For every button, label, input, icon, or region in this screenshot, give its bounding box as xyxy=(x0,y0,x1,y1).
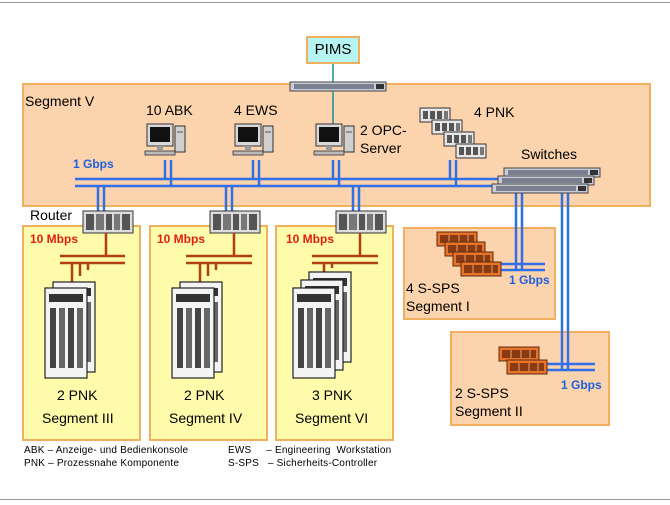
segment-iv-speed: 10 Mbps xyxy=(157,232,206,246)
segment-i-count: 4 S-SPS xyxy=(406,280,460,296)
segment-ii-title: Segment II xyxy=(455,403,523,419)
segment-iv-title: Segment IV xyxy=(169,410,243,426)
segment-v-speed: 1 Gbps xyxy=(73,157,114,171)
legend-ews: EWS – Engineering Workstation xyxy=(228,445,392,456)
segment-iii-title: Segment III xyxy=(42,410,114,426)
legend-abk: ABK – Anzeige- und Bedienkonsole xyxy=(24,445,189,456)
ews-workstation-icon xyxy=(232,123,274,156)
pnk-label: 4 PNK xyxy=(474,104,515,120)
pnk-cabinet-icon xyxy=(171,287,215,379)
s-sps-icon xyxy=(506,359,548,375)
abk-workstation-icon xyxy=(144,123,186,156)
segment-ii-speed: 1 Gbps xyxy=(561,378,602,392)
opc-label-line1: 2 OPC- xyxy=(360,122,407,138)
segment-vi-title: Segment VI xyxy=(295,410,369,426)
s-sps-icon xyxy=(498,346,540,362)
abk-label: 10 ABK xyxy=(146,102,193,118)
router-icon xyxy=(209,210,261,234)
legend-pnk: PNK – Prozessnahe Komponente xyxy=(24,458,180,469)
fieldbus-10mbps xyxy=(60,233,378,282)
pnk-cabinet-icon xyxy=(44,287,88,379)
segment-v-title: Segment V xyxy=(25,93,95,109)
segment-vi-count: 3 PNK xyxy=(312,387,353,403)
bottom-rule xyxy=(0,499,670,500)
pnk-cabinet-icon xyxy=(292,287,336,379)
pnk-rack-icon xyxy=(455,143,487,159)
switch-icon xyxy=(491,183,589,194)
segment-iv-box xyxy=(149,225,268,441)
legend-ssps: S-SPS – Sicherheits-Controller xyxy=(228,458,378,469)
router-icon xyxy=(335,210,387,234)
opc-server-icon xyxy=(313,123,355,156)
pims-switch xyxy=(289,81,387,92)
opc-label-line2: Server xyxy=(360,140,402,156)
top-rule xyxy=(0,2,670,3)
segment-iv-count: 2 PNK xyxy=(184,387,225,403)
segment-i-title: Segment I xyxy=(406,298,470,314)
router-icon xyxy=(82,210,134,234)
segment-i-speed: 1 Gbps xyxy=(509,273,550,287)
segment-ii-count: 2 S-SPS xyxy=(455,385,509,401)
backbone-1gbps xyxy=(75,160,595,372)
segment-vi-speed: 10 Mbps xyxy=(286,232,335,246)
ews-label: 4 EWS xyxy=(234,102,278,118)
switches-label: Switches xyxy=(521,146,578,162)
s-sps-icon xyxy=(460,261,502,277)
pims-box: PIMS xyxy=(306,36,360,64)
segment-iii-speed: 10 Mbps xyxy=(30,232,79,246)
router-label: Router xyxy=(30,207,73,223)
segment-iii-count: 2 PNK xyxy=(57,387,98,403)
